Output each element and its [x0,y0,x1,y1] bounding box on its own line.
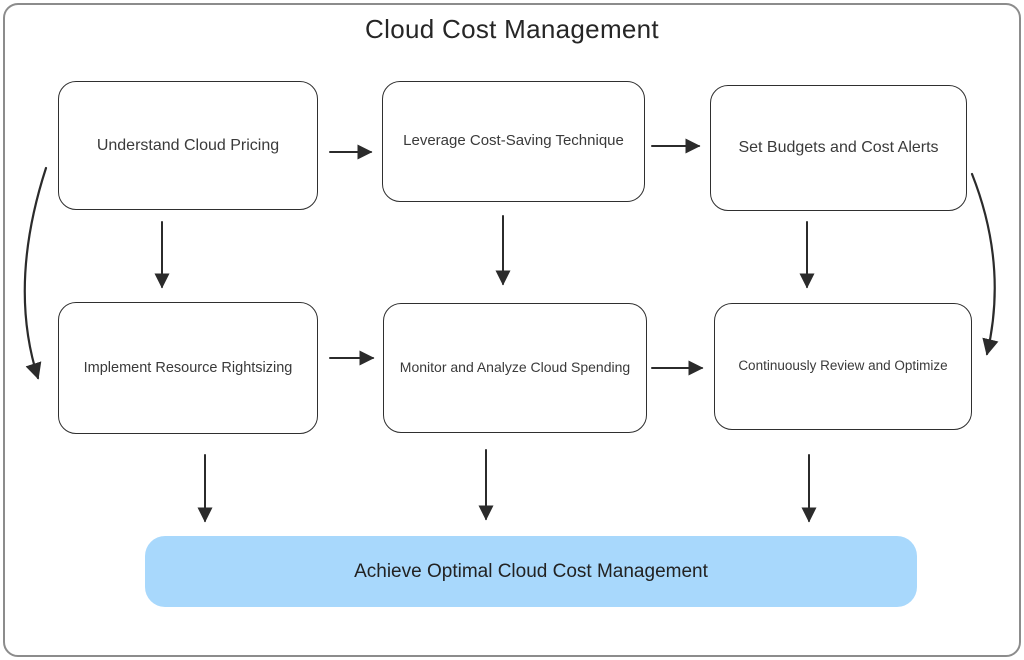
arrow-curved-left [23,166,48,380]
node-label: Leverage Cost-Saving Technique [403,132,624,150]
node-label: Monitor and Analyze Cloud Spending [399,359,631,376]
node-label: Implement Resource Rightsizing [83,359,293,376]
node-implement-resource-rightsizing: Implement Resource Rightsizing [58,302,318,434]
result-node-label: Achieve Optimal Cloud Cost Management [354,560,708,582]
node-continuously-review-and-optimize: Continuously Review and Optimize [714,303,972,430]
result-node: Achieve Optimal Cloud Cost Management [145,536,917,607]
node-understand-cloud-pricing: Understand Cloud Pricing [58,81,318,210]
node-set-budgets-and-cost-alerts: Set Budgets and Cost Alerts [710,85,967,211]
node-label: Understand Cloud Pricing [96,136,280,154]
node-label: Set Budgets and Cost Alerts [738,139,939,156]
node-leverage-cost-saving-technique: Leverage Cost-Saving Technique [382,81,645,202]
arrow-curved-right [970,172,999,356]
page-title: Cloud Cost Management [365,14,659,44]
node-label: Continuously Review and Optimize [738,358,948,374]
node-monitor-and-analyze-cloud-spending: Monitor and Analyze Cloud Spending [383,303,647,433]
